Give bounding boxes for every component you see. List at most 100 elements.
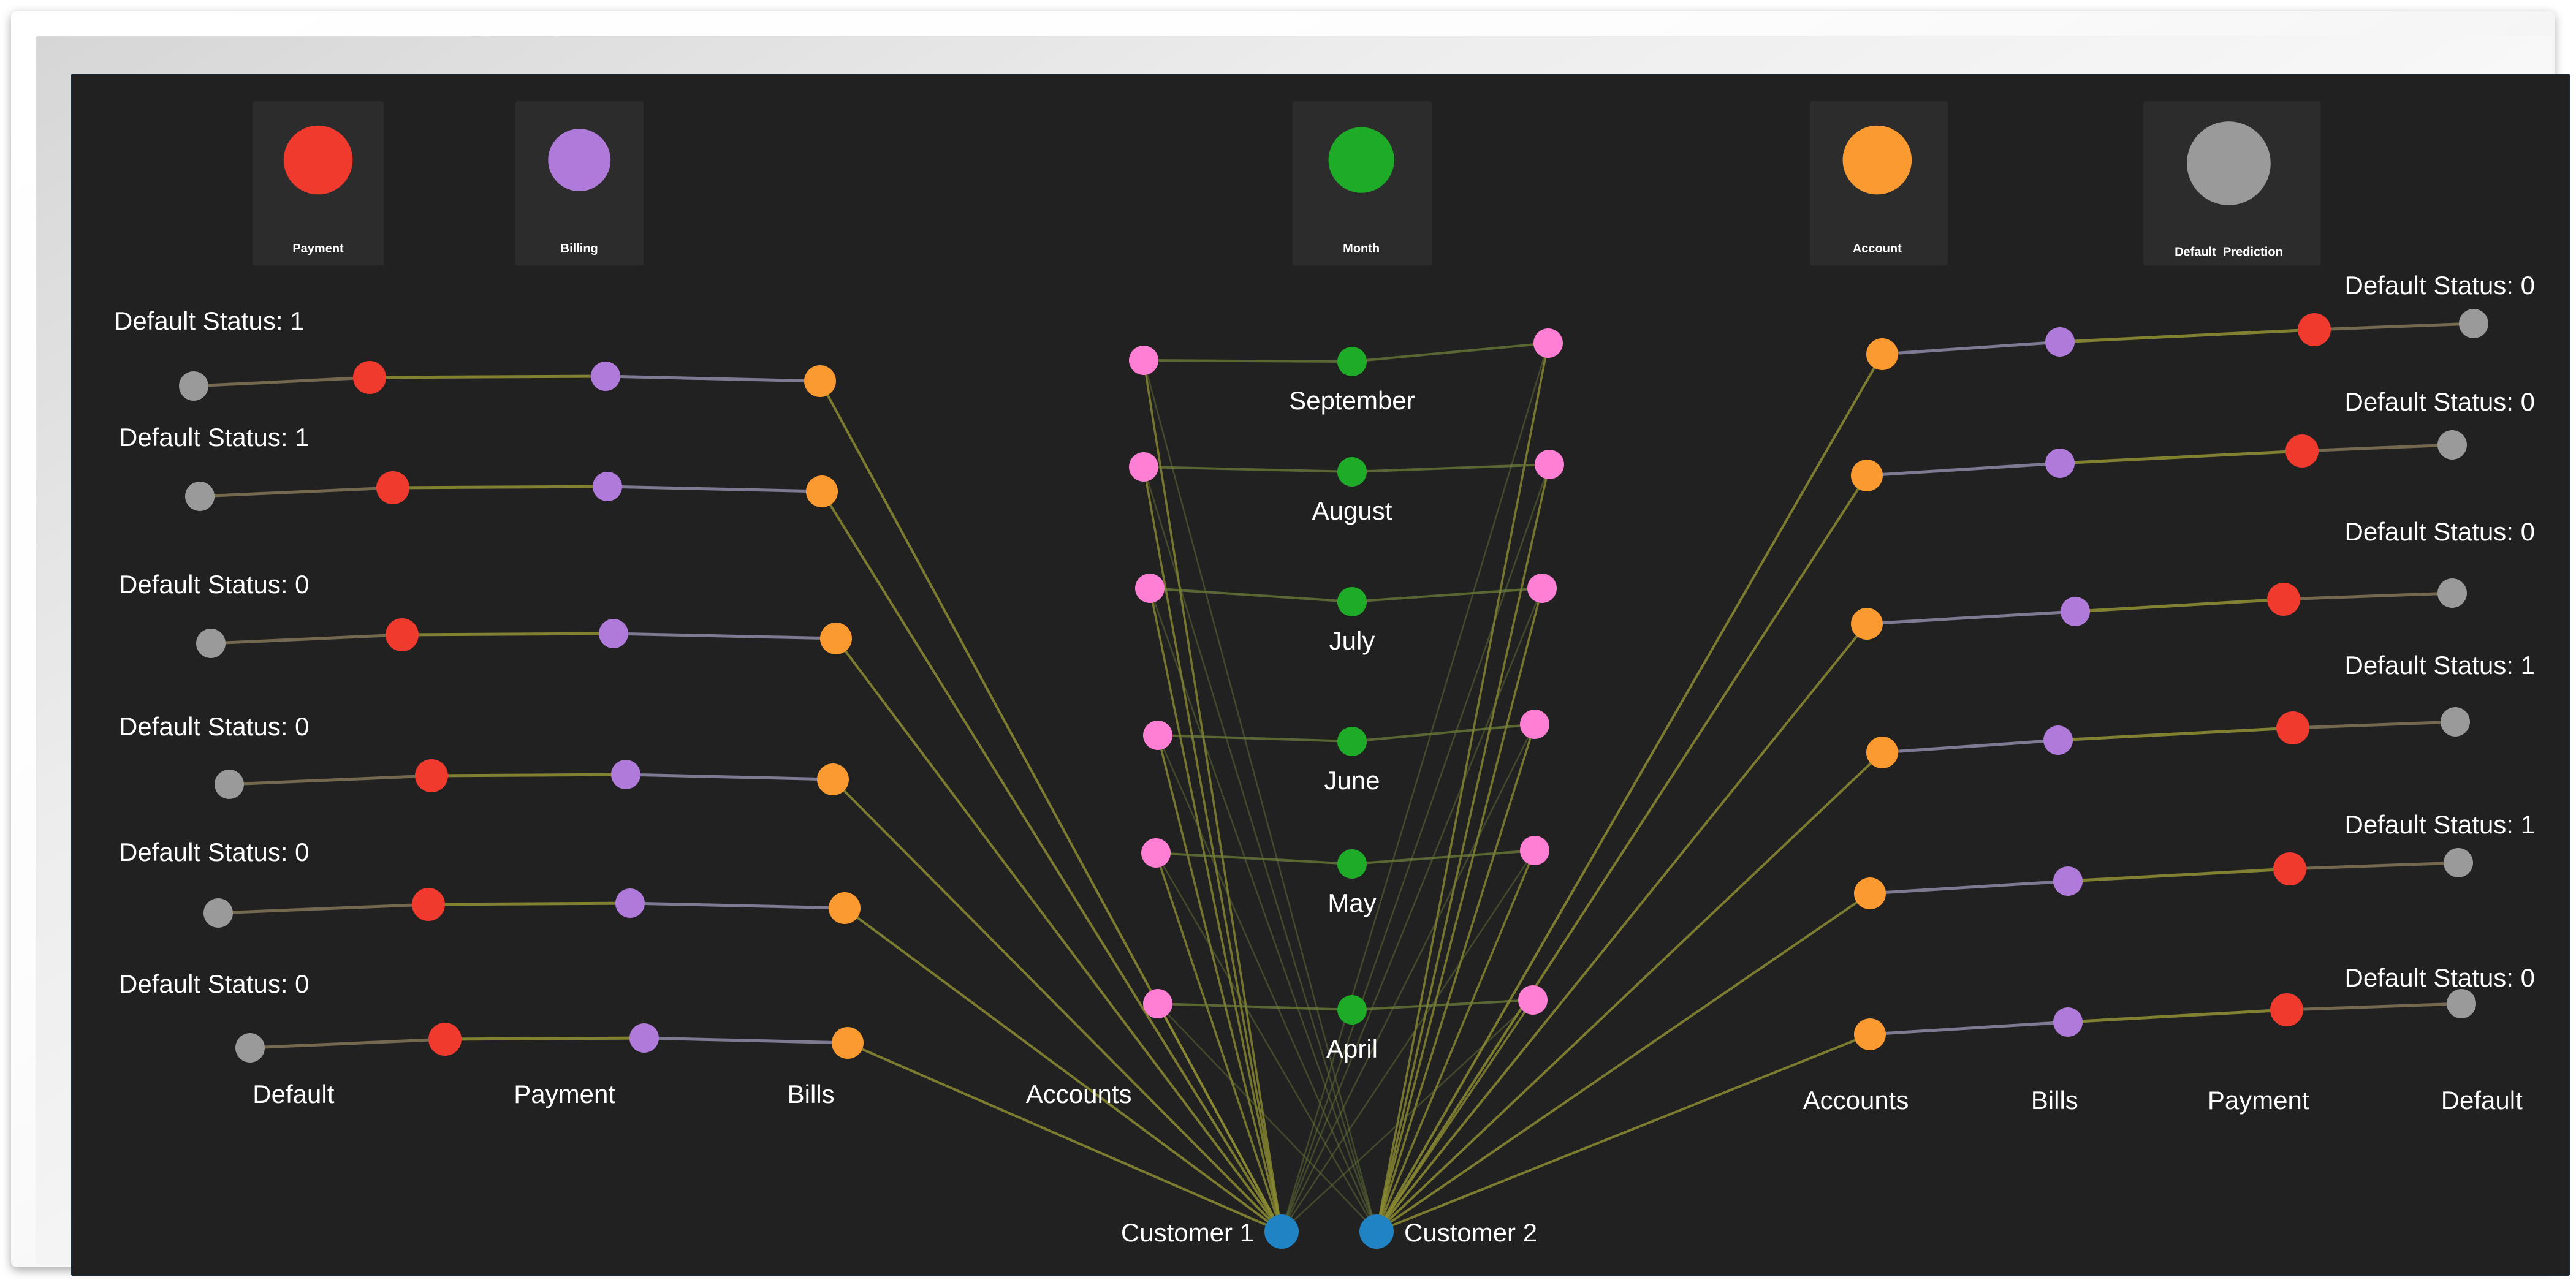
edge-account-customer2 [1376, 1033, 1871, 1233]
legend-circle-icon-account[interactable] [1842, 125, 1912, 195]
node-payment[interactable] [2276, 711, 2309, 744]
node-payment[interactable] [376, 471, 409, 504]
edge-payment-default [2289, 861, 2459, 871]
node-payment[interactable] [415, 759, 448, 792]
node-transaction-right[interactable] [1520, 836, 1549, 865]
node-account[interactable] [832, 1027, 864, 1059]
node-default-prediction[interactable] [2437, 430, 2467, 460]
node-month[interactable] [1337, 457, 1367, 487]
node-billing[interactable] [2043, 725, 2073, 755]
legend-circle-icon-payment[interactable] [283, 125, 353, 195]
edge-transaction-customer1 [1155, 852, 1283, 1232]
node-payment[interactable] [386, 618, 419, 651]
node-transaction-left[interactable] [1129, 346, 1158, 375]
node-account[interactable] [804, 365, 836, 397]
node-default-prediction[interactable] [196, 629, 226, 658]
node-billing[interactable] [2053, 1007, 2083, 1037]
node-default-prediction[interactable] [2444, 848, 2473, 877]
node-account[interactable] [1854, 877, 1886, 909]
edge-transaction-customer2 [1375, 850, 1536, 1232]
node-billing[interactable] [591, 362, 620, 391]
node-payment[interactable] [2285, 434, 2319, 468]
node-billing[interactable] [629, 1023, 659, 1053]
node-default-prediction[interactable] [2437, 578, 2467, 608]
node-default-prediction[interactable] [2459, 309, 2488, 338]
node-account[interactable] [1851, 460, 1883, 491]
edge-transaction-customer1 [1149, 588, 1283, 1232]
node-default-prediction[interactable] [179, 371, 208, 401]
node-month[interactable] [1337, 587, 1367, 616]
node-payment[interactable] [412, 888, 445, 921]
node-month[interactable] [1337, 995, 1367, 1025]
node-billing[interactable] [615, 888, 645, 918]
node-payment[interactable] [2270, 993, 2303, 1026]
node-payment[interactable] [2298, 313, 2331, 346]
node-payment[interactable] [353, 361, 386, 394]
legend-label-default_prediction: Default_Prediction [2175, 245, 2283, 259]
legend-circle-icon-default_prediction[interactable] [2187, 121, 2271, 205]
node-account[interactable] [1851, 608, 1883, 640]
edge-transaction-month [1157, 734, 1353, 743]
node-default-prediction[interactable] [203, 898, 233, 928]
node-transaction-left[interactable] [1129, 452, 1158, 482]
edge-default-payment [249, 1037, 446, 1050]
node-billing[interactable] [2045, 327, 2075, 357]
legend-circle-icon-month[interactable] [1328, 127, 1394, 193]
node-transaction-right[interactable] [1518, 985, 1548, 1015]
node-billing[interactable] [2061, 597, 2090, 626]
node-billing[interactable] [2045, 449, 2075, 478]
legend-circle-icon-billing[interactable] [548, 129, 611, 192]
node-account[interactable] [1866, 737, 1898, 768]
edge-transaction-month [1143, 466, 1353, 473]
node-default-prediction[interactable] [2441, 707, 2470, 737]
node-transaction-left[interactable] [1135, 574, 1165, 603]
node-billing[interactable] [593, 472, 622, 501]
node-default-prediction[interactable] [235, 1033, 265, 1063]
legend-label-billing: Billing [561, 242, 598, 256]
node-transaction-right[interactable] [1527, 574, 1557, 603]
node-billing[interactable] [611, 760, 640, 789]
node-account[interactable] [820, 623, 852, 654]
edge-bills-accounts [644, 1036, 848, 1045]
node-month[interactable] [1337, 727, 1367, 756]
node-customer-2[interactable] [1359, 1214, 1394, 1249]
node-transaction-left[interactable] [1143, 721, 1172, 750]
node-payment[interactable] [2273, 852, 2306, 885]
node-transaction-right[interactable] [1520, 710, 1549, 739]
node-month[interactable] [1337, 347, 1367, 376]
node-account[interactable] [829, 892, 861, 924]
edge-payment-default [2292, 720, 2456, 730]
node-account[interactable] [1866, 338, 1898, 370]
node-transaction-left[interactable] [1141, 838, 1171, 868]
edge-month-transaction [1351, 587, 1543, 603]
edge-default-payment [199, 486, 393, 498]
node-billing[interactable] [599, 619, 628, 648]
node-transaction-right[interactable] [1535, 450, 1564, 479]
edge-bills-accounts [613, 632, 837, 640]
node-payment[interactable] [2267, 583, 2300, 616]
node-month[interactable] [1337, 849, 1367, 879]
node-payment[interactable] [428, 1023, 462, 1056]
customer-1-label: Customer 1 [1121, 1218, 1254, 1247]
node-default-prediction[interactable] [185, 482, 215, 511]
right-status-label-5: Default Status: 0 [2344, 963, 2535, 992]
edge-bills-payment [2059, 449, 2303, 465]
node-transaction-right[interactable] [1533, 328, 1563, 358]
node-account[interactable] [817, 763, 849, 795]
edge-payment-default [2301, 443, 2453, 453]
customer-2-label: Customer 2 [1404, 1218, 1537, 1247]
node-billing[interactable] [2053, 866, 2083, 896]
nodes-layer[interactable] [179, 309, 2488, 1249]
node-account[interactable] [1854, 1018, 1886, 1050]
node-account[interactable] [806, 475, 838, 507]
node-default-prediction[interactable] [2447, 989, 2476, 1018]
node-customer-1[interactable] [1264, 1214, 1299, 1249]
node-default-prediction[interactable] [215, 770, 244, 799]
edge-accounts-bills [1882, 340, 2061, 356]
node-transaction-left[interactable] [1143, 989, 1172, 1018]
